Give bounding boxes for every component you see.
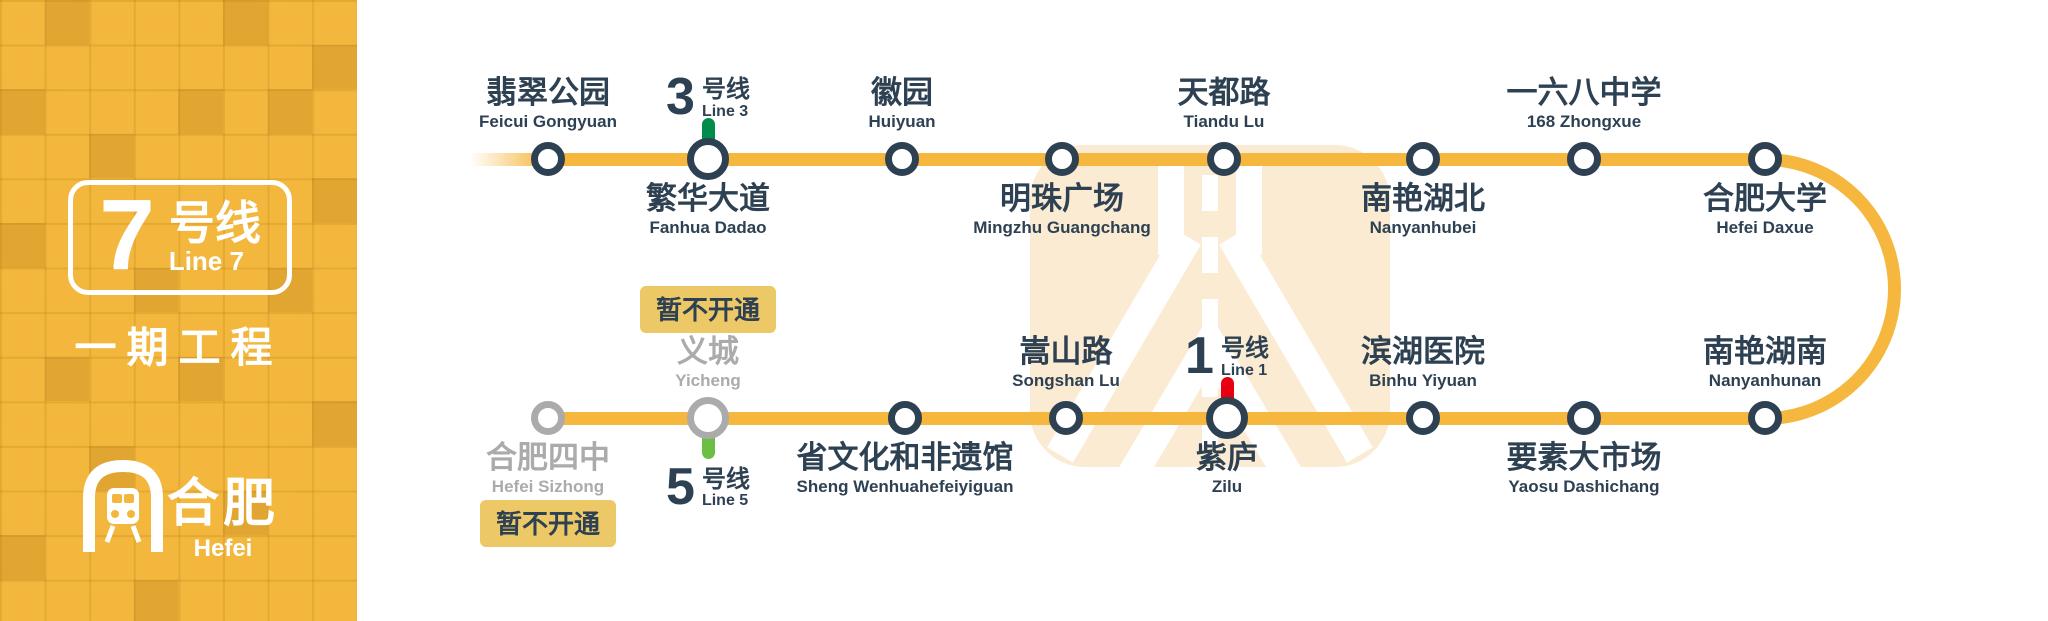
pattern-cell (178, 356, 223, 402)
background-logo-watermark (1030, 145, 1390, 467)
station-circle-nanyanhubei[interactable] (1406, 142, 1440, 176)
pattern-cell (0, 223, 45, 268)
pattern-cell (178, 89, 223, 134)
station-circle-feicui-gongyuan[interactable] (531, 142, 565, 176)
pattern-cell (223, 490, 268, 536)
route-line-bottom (545, 412, 1770, 425)
pattern-cell (44, 0, 90, 45)
city-name-block: 合肥 Hefei (160, 478, 286, 563)
pattern-cell (267, 89, 313, 134)
line-suffix-zh: 号线 (168, 196, 261, 251)
pattern-cell (312, 44, 357, 90)
station-circle-yaosu-dashichang[interactable] (1567, 401, 1601, 435)
hefei-metro-arch-icon (83, 460, 163, 552)
station-circle-zilu[interactable] (1206, 397, 1248, 439)
pattern-cell (133, 579, 179, 621)
pattern-cell (0, 89, 45, 134)
pattern-cell (312, 178, 357, 223)
pattern-cell (89, 133, 134, 179)
pattern-cell (312, 401, 357, 446)
station-circle-mingzhu-guangchang[interactable] (1045, 142, 1079, 176)
station-circle-huiyuan[interactable] (885, 142, 919, 176)
pattern-cell (0, 535, 45, 580)
route-line-top (470, 153, 1770, 166)
pattern-cell (223, 0, 268, 45)
city-name-zh: 合肥 (166, 473, 279, 534)
station-circle-hefei-sizhong[interactable] (531, 401, 565, 435)
line-number: 7 (99, 178, 155, 291)
pattern-cell (133, 267, 179, 313)
station-circle-songshan-lu[interactable] (1049, 401, 1083, 435)
station-circle-hefei-daxue[interactable] (1748, 142, 1782, 176)
station-circle-168-zhongxue[interactable] (1567, 142, 1601, 176)
station-circle-fanhua-dadao[interactable] (687, 138, 729, 180)
closed-badge-yicheng: 暂不开通 (639, 286, 777, 333)
closed-badge-hefei-sizhong: 暂不开通 (479, 500, 617, 547)
station-circle-binhu-yiyuan[interactable] (1406, 401, 1440, 435)
sidebar: 7 号线 Line 7 一期工程 合肥 Hefei (0, 0, 357, 621)
station-circle-tiandu-lu[interactable] (1207, 142, 1241, 176)
pattern-cell (44, 356, 90, 402)
city-name-en: Hefei (193, 535, 253, 562)
line-name-en: Line 7 (168, 246, 244, 277)
line-number-badge: 7 号线 Line 7 (68, 180, 292, 295)
station-circle-nanyanhunan[interactable] (1748, 401, 1782, 435)
phase-title: 一期工程 (74, 323, 283, 372)
station-circle-yicheng[interactable] (687, 397, 729, 439)
station-circle-sheng-wenhuahefeiyiguan[interactable] (888, 401, 922, 435)
